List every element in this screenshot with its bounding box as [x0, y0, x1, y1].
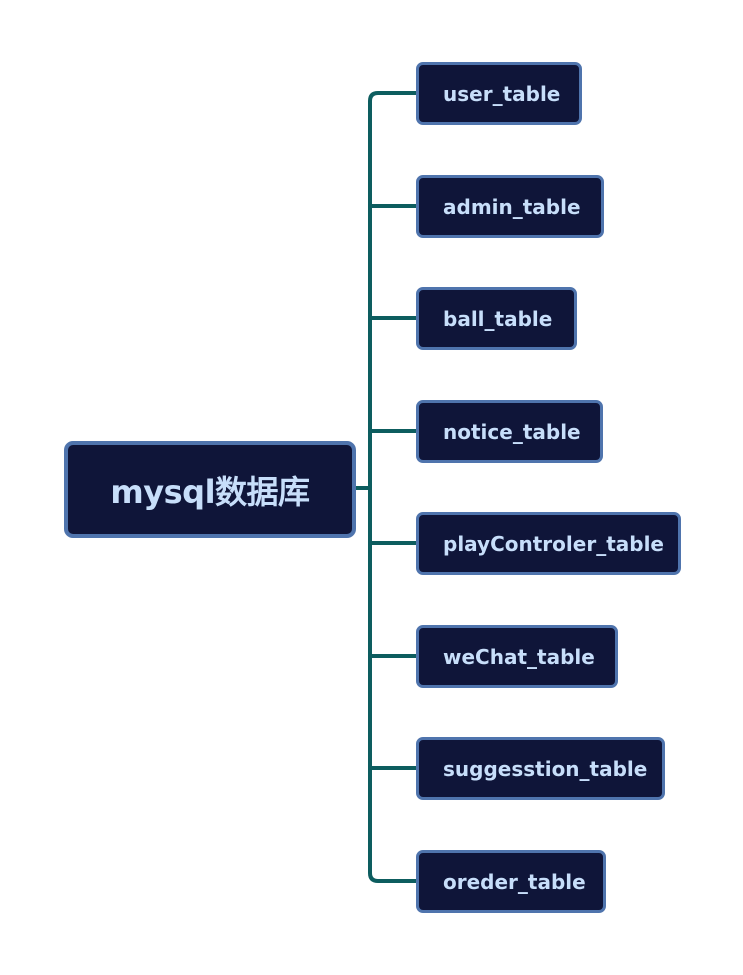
- child-node-wechat-table[interactable]: weChat_table: [416, 625, 618, 688]
- child-node-oreder-table[interactable]: oreder_table: [416, 850, 606, 913]
- child-node-label: weChat_table: [443, 644, 595, 669]
- root-node-label: mysql数据库: [110, 472, 310, 511]
- child-node-label: suggesstion_table: [443, 756, 648, 781]
- child-node-label: ball_table: [443, 306, 553, 331]
- child-node-ball-table[interactable]: ball_table: [416, 287, 577, 350]
- child-node-user-table[interactable]: user_table: [416, 62, 582, 125]
- child-node-notice-table[interactable]: notice_table: [416, 400, 603, 463]
- child-node-label: playControler_table: [443, 531, 664, 556]
- child-node-label: notice_table: [443, 419, 581, 444]
- root-node-mysql-database[interactable]: mysql数据库: [64, 441, 356, 538]
- child-node-admin-table[interactable]: admin_table: [416, 175, 604, 238]
- child-node-suggesstion-table[interactable]: suggesstion_table: [416, 737, 665, 800]
- child-node-playcontroler-table[interactable]: playControler_table: [416, 512, 681, 575]
- connector-trunk: [368, 91, 420, 883]
- child-node-label: admin_table: [443, 194, 581, 219]
- child-node-label: oreder_table: [443, 869, 586, 894]
- child-node-label: user_table: [443, 81, 561, 106]
